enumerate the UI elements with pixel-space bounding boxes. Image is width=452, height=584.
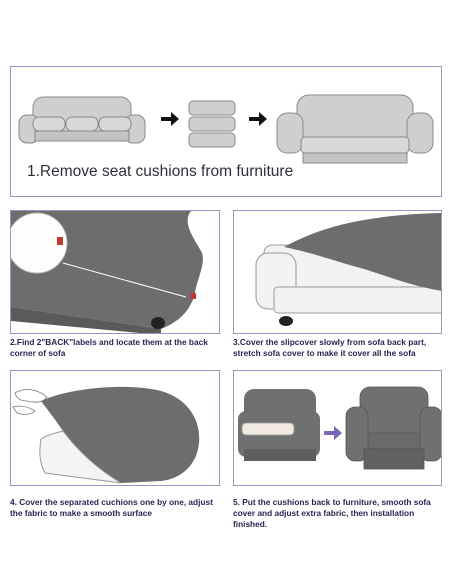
step-2-panel — [10, 210, 220, 334]
step-2-illustration — [11, 211, 203, 333]
sofa-leg-icon — [279, 316, 293, 326]
step-5-panel — [233, 370, 442, 486]
step-5-illustration — [238, 386, 441, 470]
step-2-caption: 2.Find 2"BACK"labels and locate them at … — [10, 337, 208, 358]
step-1-caption: 1.Remove seat cushions from furniture — [27, 163, 294, 180]
step-3-panel — [233, 210, 442, 334]
arrow-right-icon — [249, 112, 267, 126]
step-3-illustration — [255, 213, 441, 326]
step-3-caption: 3.Cover the slipcover slowly from sofa b… — [233, 337, 427, 358]
zoom-circle — [11, 212, 68, 274]
step-4-illustration — [12, 386, 200, 484]
slipcover-shape — [284, 213, 441, 291]
sofa-leg-icon — [151, 317, 165, 329]
cushion-cover-shape — [41, 386, 200, 483]
sofa-without-cushions-icon — [276, 94, 434, 164]
step-5-caption: 5. Put the cushions back to furniture, s… — [233, 497, 431, 529]
cushion-icon — [241, 422, 295, 436]
back-label-icon — [191, 293, 196, 299]
arrow-right-icon — [161, 112, 179, 126]
step-1-illustration — [18, 94, 434, 164]
cushion-shape — [39, 430, 122, 484]
step-4-caption: 4. Cover the separated cuchions one by o… — [10, 497, 213, 518]
sofa-with-cushions-icon — [18, 96, 146, 144]
cushion-stack-icon — [188, 100, 236, 148]
arrow-right-icon — [324, 426, 342, 440]
hands-icon — [12, 389, 48, 415]
step-4-panel — [10, 370, 220, 486]
back-label-icon — [57, 237, 63, 245]
step-1-panel: 1.Remove seat cushions from furniture — [10, 66, 442, 197]
